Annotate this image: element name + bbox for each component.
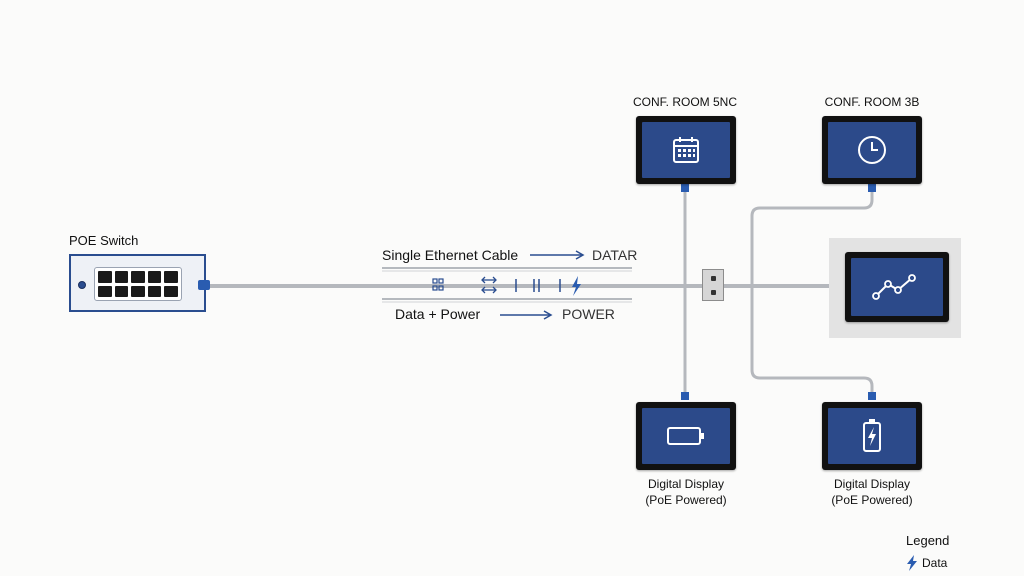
port bbox=[98, 271, 112, 283]
legend-item-label: Data bbox=[922, 556, 948, 570]
device-label-conf-5nc: CONF. ROOM 5NC bbox=[632, 95, 738, 109]
caption-line2: (PoE Powered) bbox=[831, 493, 913, 507]
connector-top-left bbox=[681, 184, 689, 192]
display-screen bbox=[642, 408, 730, 464]
chart-icon bbox=[872, 274, 916, 300]
port bbox=[164, 285, 178, 297]
display-screen bbox=[828, 408, 916, 464]
data-tag: DATAR bbox=[592, 247, 638, 263]
digital-display-left bbox=[636, 402, 736, 470]
connector-bottom-left bbox=[681, 392, 689, 400]
signal-ticks-icon bbox=[515, 279, 561, 292]
power-tag: POWER bbox=[562, 306, 615, 322]
connector-bottom-right bbox=[868, 392, 876, 400]
display-conf-3b bbox=[822, 116, 922, 184]
cable-title: Single Ethernet Cable bbox=[382, 247, 519, 263]
battery-charging-icon bbox=[863, 419, 881, 452]
port bbox=[131, 285, 145, 297]
power-arrow-icon bbox=[500, 310, 553, 320]
switch-label: POE Switch bbox=[69, 233, 139, 248]
display-caption-left: Digital Display (PoE Powered) bbox=[645, 476, 726, 508]
port bbox=[131, 271, 145, 283]
ethernet-ports bbox=[94, 267, 182, 301]
caption-line1: Digital Display bbox=[647, 477, 725, 491]
port bbox=[114, 285, 129, 297]
port bbox=[98, 285, 112, 297]
legend-item-data: Data bbox=[906, 555, 947, 571]
digital-display-right bbox=[822, 402, 922, 470]
battery-icon bbox=[667, 427, 704, 445]
display-screen bbox=[828, 122, 916, 178]
calendar-icon bbox=[673, 137, 699, 163]
bidirectional-arrows-icon bbox=[481, 276, 497, 294]
signal-grid-icon bbox=[432, 278, 444, 291]
legend-title: Legend bbox=[906, 533, 950, 548]
connector-top-right bbox=[868, 184, 876, 192]
branch-cable-display-2 bbox=[750, 286, 874, 396]
caption-line1: Digital Display bbox=[833, 477, 911, 491]
uplink-connector bbox=[198, 280, 210, 290]
port bbox=[147, 285, 162, 297]
port bbox=[114, 271, 129, 283]
display-screen bbox=[642, 122, 730, 178]
status-led bbox=[78, 281, 86, 289]
lightning-icon bbox=[907, 555, 917, 571]
lightning-icon bbox=[572, 276, 581, 296]
display-conf-5nc bbox=[636, 116, 736, 184]
port bbox=[164, 271, 178, 283]
poe-switch bbox=[69, 254, 210, 312]
clock-icon bbox=[858, 136, 886, 164]
display-chart bbox=[845, 252, 949, 322]
port bbox=[147, 271, 162, 283]
data-arrow-icon bbox=[530, 250, 585, 260]
display-caption-right: Digital Display (PoE Powered) bbox=[831, 476, 912, 508]
display-screen bbox=[851, 258, 943, 316]
caption-line2: (PoE Powered) bbox=[645, 493, 727, 507]
device-label-conf-3b: CONF. ROOM 3B bbox=[824, 95, 920, 109]
junction-box bbox=[702, 269, 724, 301]
cable-subtitle: Data + Power bbox=[395, 306, 481, 322]
branch-cable-3b bbox=[750, 190, 874, 286]
